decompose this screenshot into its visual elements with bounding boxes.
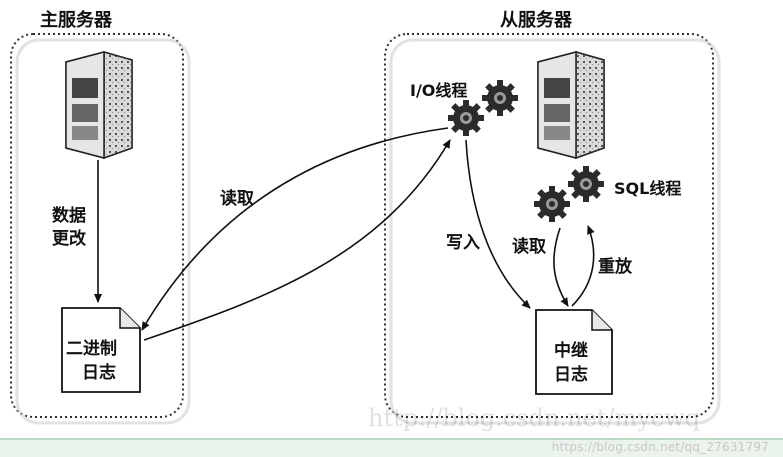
io-thread-label: I/O线程 [410,81,467,100]
sql-reads-relay-arrow [553,227,569,307]
binlog-label-line2: 日志 [82,362,116,383]
faint-watermark: http://blog.csdn.net/mycwq [368,404,700,432]
data-change-label-line1: 数据 [52,205,86,226]
relay-log-document-icon [535,309,613,395]
write-relay-label: 写入 [446,233,480,253]
master-title: 主服务器 [40,9,113,31]
watermark-credit: https://blog.csdn.net/qq_27631797 [551,440,769,454]
relay-log-label-line2: 日志 [554,364,588,385]
binlog-document-icon [61,307,141,393]
io-reads-binlog-arrow [143,139,451,341]
bottom-strip [0,438,783,457]
sql-replay-arrow [571,225,595,307]
slave-server-icon [537,51,605,160]
slave-title: 从服务器 [500,9,573,31]
read-binlog-label: 读取 [220,188,254,209]
relay-log-label-line1: 中继 [554,340,588,361]
master-panel [10,33,191,425]
data-change-label-line2: 更改 [52,228,87,249]
sql-thread-label: SQL线程 [614,179,681,198]
master-server-icon [65,51,133,160]
binlog-label-line1: 二进制 [66,338,117,359]
io-writes-relay-arrow [465,139,531,309]
read-relay-label: 读取 [512,236,546,257]
binlog-request-arrow [141,127,449,331]
replay-label: 重放 [598,256,633,277]
